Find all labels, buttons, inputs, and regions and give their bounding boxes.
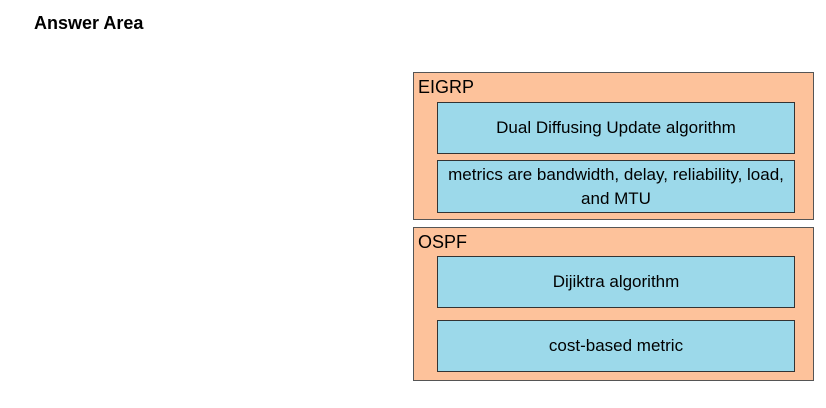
ospf-item-dijkstra[interactable]: Dijiktra algorithm [437,256,795,308]
ospf-target-area[interactable]: OSPF Dijiktra algorithm cost-based metri… [413,227,814,381]
eigrp-label: EIGRP [418,77,475,97]
eigrp-item-metrics[interactable]: metrics are bandwidth, delay, reliabilit… [437,160,795,213]
eigrp-item-dual-algorithm[interactable]: Dual Diffusing Update algorithm [437,102,795,154]
eigrp-target-area[interactable]: EIGRP Dual Diffusing Update algorithm me… [413,72,814,220]
ospf-label: OSPF [418,232,468,252]
answer-area-title: Answer Area [34,13,144,33]
ospf-item-cost-metric[interactable]: cost-based metric [437,320,795,372]
